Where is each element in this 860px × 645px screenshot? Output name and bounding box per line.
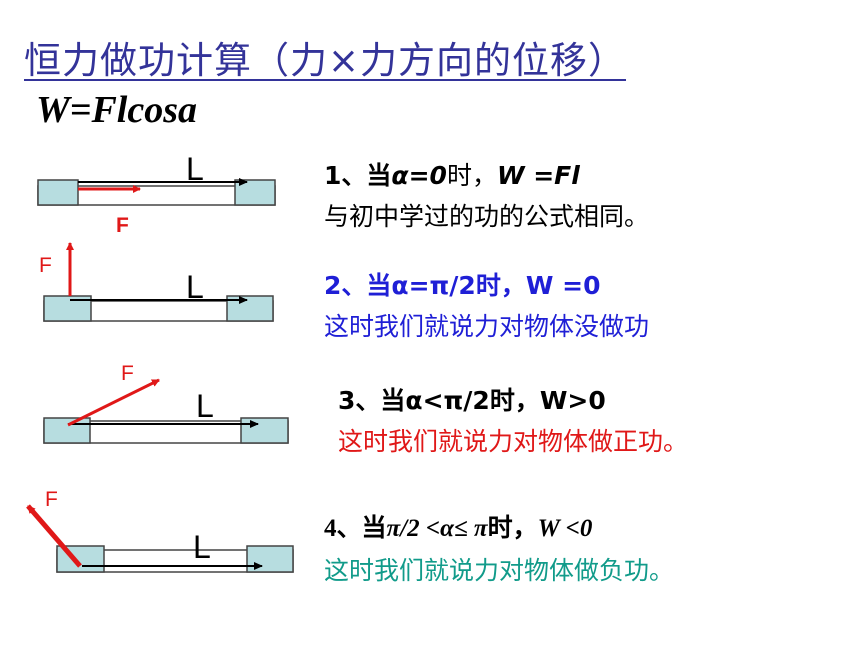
case-suffix: 时， bbox=[489, 386, 540, 415]
case-result: W>0 bbox=[539, 386, 606, 415]
case-result: W =0 bbox=[525, 271, 601, 300]
force-arrow bbox=[67, 378, 160, 427]
displacement-label: L bbox=[186, 151, 204, 187]
block-end bbox=[234, 179, 276, 206]
case-suffix: 时， bbox=[487, 515, 538, 542]
case-suffix: 时， bbox=[475, 271, 526, 300]
case-result: W =Fl bbox=[496, 161, 580, 190]
case-number: 1、当 bbox=[324, 161, 392, 190]
case-suffix: 时， bbox=[446, 161, 497, 190]
diagram-case-1: L F bbox=[37, 151, 276, 237]
case-number: 4、当 bbox=[324, 515, 387, 542]
diagram-case-4: L F bbox=[26, 488, 294, 573]
page-title: 恒力做功计算（力×力方向的位移） bbox=[24, 39, 627, 82]
case-condition: α=π/2 bbox=[391, 271, 476, 300]
case-4-description: 这时我们就说力对物体做负功。 bbox=[324, 556, 675, 585]
force-label: F bbox=[39, 254, 52, 277]
case-result: W <0 bbox=[537, 515, 593, 542]
displacement-label: L bbox=[193, 529, 211, 565]
diagram-case-3: L F bbox=[43, 362, 289, 444]
diagram-case-2: L F bbox=[39, 242, 274, 322]
block-start bbox=[43, 417, 91, 444]
case-condition: α<π/2 bbox=[405, 386, 490, 415]
force-label: F bbox=[116, 214, 129, 237]
case-1-condition: 1、当α=0时，W =Fl bbox=[324, 160, 580, 192]
case-1-description: 与初中学过的功的公式相同。 bbox=[324, 202, 650, 231]
force-arrow bbox=[26, 504, 82, 568]
block-end bbox=[246, 545, 294, 573]
displacement-label: L bbox=[196, 388, 214, 424]
work-formula: W=Flcosa bbox=[36, 89, 197, 131]
force-label: F bbox=[121, 362, 134, 385]
case-number: 2、当 bbox=[324, 271, 392, 300]
displacement-label: L bbox=[186, 269, 204, 305]
force-label: F bbox=[45, 488, 58, 511]
case-condition: α=0 bbox=[391, 161, 447, 190]
case-2-condition: 2、当α=π/2时，W =0 bbox=[324, 270, 600, 302]
case-3-condition: 3、当α<π/2时，W>0 bbox=[338, 385, 606, 417]
case-4-condition: 4、当π/2 <α≤ π时，W <0 bbox=[324, 513, 592, 545]
case-condition: π/2 <α≤ π bbox=[386, 515, 488, 542]
case-2-description: 这时我们就说力对物体没做功 bbox=[324, 312, 650, 341]
case-number: 3、当 bbox=[338, 386, 406, 415]
block-start bbox=[37, 179, 79, 206]
case-3-description: 这时我们就说力对物体做正功。 bbox=[338, 427, 689, 456]
block-end bbox=[240, 417, 289, 444]
